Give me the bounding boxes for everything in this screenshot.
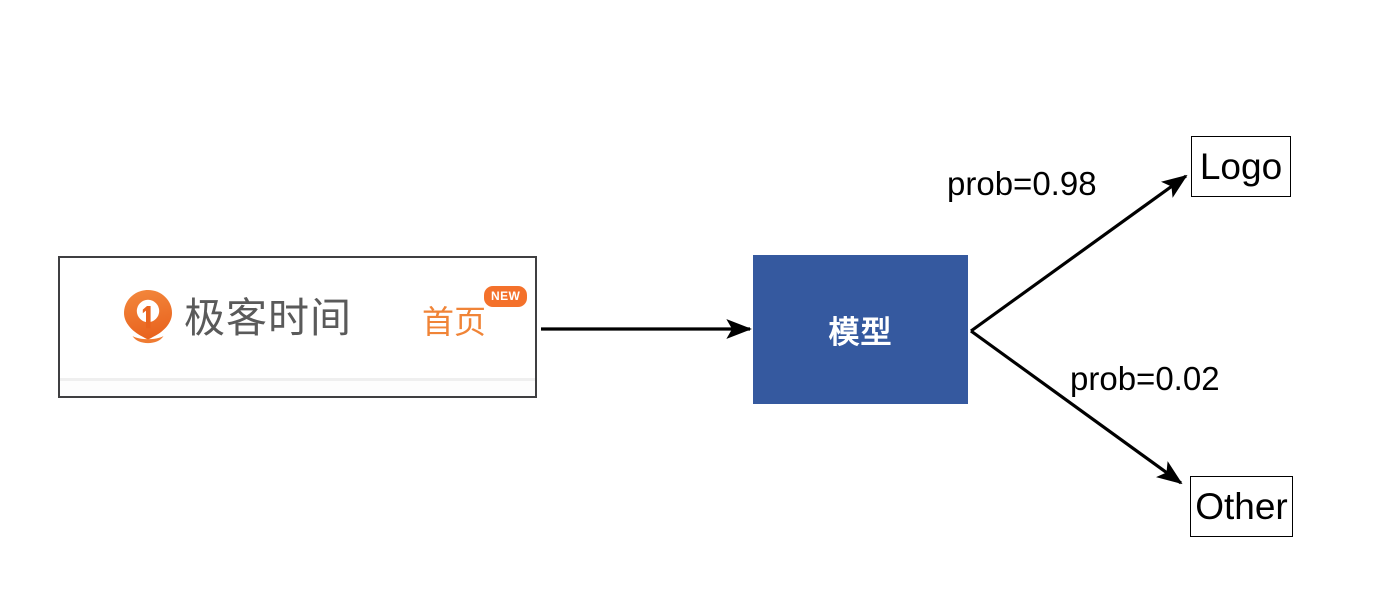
geekbang-pin-logo-icon xyxy=(124,290,172,344)
input-screenshot-node: 极客时间 首页 NEW xyxy=(58,256,537,398)
outcome-node-logo-label: Logo xyxy=(1199,145,1283,187)
outcome-node-other: Other xyxy=(1190,476,1293,537)
model-node: 模型 xyxy=(753,255,968,404)
nav-divider xyxy=(60,378,535,381)
outcome-node-logo: Logo xyxy=(1191,136,1291,197)
outcome-node-other-label: Other xyxy=(1195,485,1288,527)
edge-label-prob-logo: prob=0.98 xyxy=(947,165,1097,202)
site-nav-bar: 极客时间 首页 NEW xyxy=(60,258,535,376)
nav-link-home[interactable]: 首页 xyxy=(422,303,487,341)
brand-name: 极客时间 xyxy=(184,294,352,342)
edge-label-prob-other: prob=0.02 xyxy=(1070,360,1220,397)
model-node-label: 模型 xyxy=(828,315,893,351)
new-badge: NEW xyxy=(484,286,528,307)
edge-model-to-logo xyxy=(970,174,1188,333)
nav-link-home-wrap[interactable]: 首页 NEW xyxy=(422,286,528,342)
nav-subbar xyxy=(60,381,535,396)
edge-model-to-other xyxy=(970,329,1183,485)
